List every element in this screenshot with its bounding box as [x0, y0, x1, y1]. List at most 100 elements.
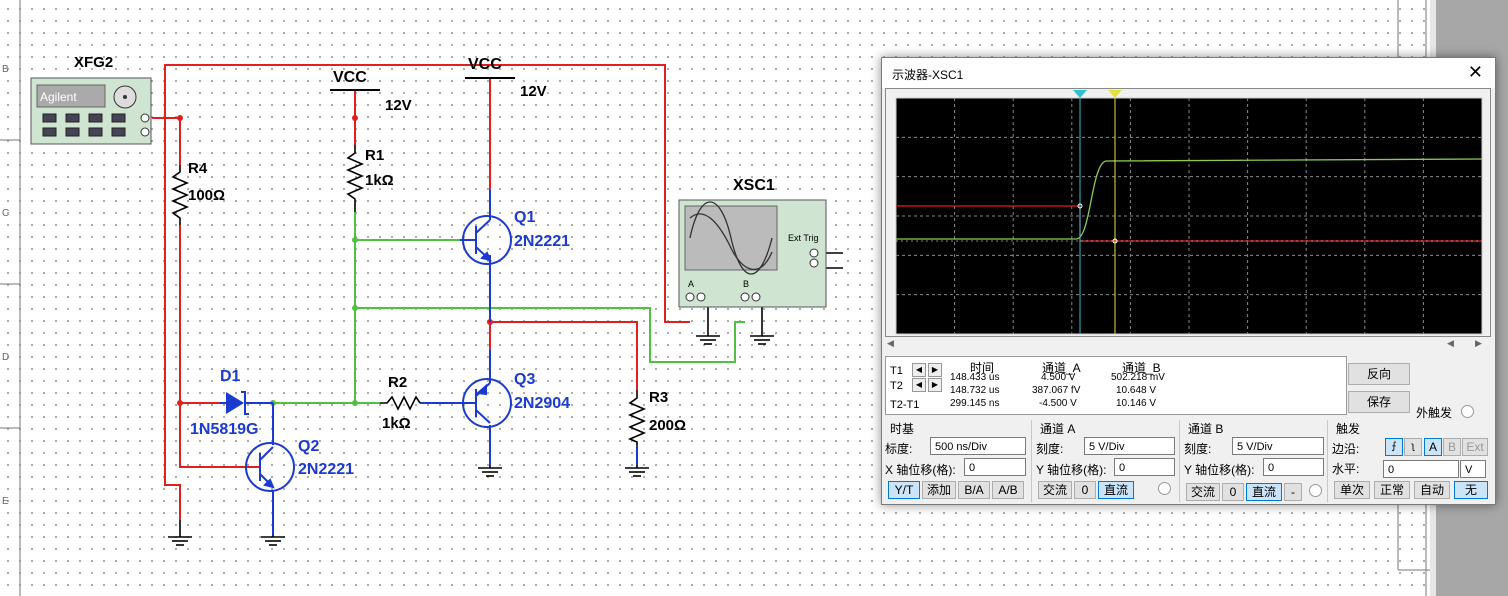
t1-right-arrow-icon[interactable]: ▶: [928, 363, 942, 377]
r2-ref: R2: [388, 374, 407, 391]
falling-edge-icon[interactable]: ʅ: [1404, 438, 1422, 456]
mode-ab-button[interactable]: A/B: [992, 481, 1024, 499]
channel-b-dc-button[interactable]: 直流: [1246, 483, 1282, 501]
scope-ch-a: A: [688, 279, 694, 289]
channel-b-ac-button[interactable]: 交流: [1186, 483, 1220, 501]
channel-a-ac-button[interactable]: 交流: [1038, 481, 1072, 499]
d1-part: 1N5819G: [190, 421, 259, 438]
t1-left-arrow-icon[interactable]: ◀: [912, 363, 926, 377]
cursor-t2-handle[interactable]: [1108, 90, 1122, 98]
mode-add-button[interactable]: 添加: [922, 481, 956, 499]
osc-screen[interactable]: [885, 88, 1491, 337]
border-letter-d: D: [2, 352, 9, 363]
trigger-auto-button[interactable]: 自动: [1414, 481, 1450, 499]
readout-header-time: 时间: [970, 361, 995, 375]
trigger-level-unit[interactable]: V: [1460, 460, 1486, 478]
channel-a-dc-button[interactable]: 直流: [1098, 481, 1134, 499]
schematic-diagram[interactable]: B C D E: [0, 0, 1430, 596]
close-icon[interactable]: ✕: [1467, 62, 1483, 82]
vcc2-voltage: 12V: [520, 83, 547, 100]
osc-titlebar[interactable]: 示波器-XSC1 ✕: [882, 58, 1495, 88]
readout-diff-b: 10.146 V: [1116, 398, 1157, 409]
ext-trigger-label: 外触发: [1416, 406, 1453, 420]
q3-part: 2N2904: [514, 395, 570, 412]
channel-a-ypos-field[interactable]: 0: [1114, 458, 1175, 476]
cursor-t1-handle[interactable]: [1073, 90, 1087, 98]
t2-left-arrow-icon[interactable]: ◀: [912, 378, 926, 392]
reverse-button[interactable]: 反向: [1348, 363, 1410, 385]
trigger-source-a-button[interactable]: A: [1424, 438, 1442, 456]
q2-ref: Q2: [298, 438, 319, 455]
channel-b-scale-label: 刻度:: [1184, 442, 1212, 456]
blue-wires[interactable]: [272, 255, 638, 535]
trigger-level-label: 水平:: [1332, 462, 1360, 476]
ext-trigger-radio[interactable]: [1461, 405, 1474, 418]
green-wires[interactable]: [270, 212, 745, 404]
readout-header-a: 通道_A: [1042, 361, 1081, 375]
t2-right-arrow-icon[interactable]: ▶: [928, 378, 942, 392]
scope-ch-b: B: [743, 279, 749, 289]
readout-diff-time: 299.145 ns: [950, 398, 1000, 409]
resistor-r1[interactable]: [345, 145, 365, 212]
function-generator-xfg2[interactable]: [30, 77, 152, 145]
trigger-level-field[interactable]: 0: [1383, 460, 1459, 478]
trigger-edge-label: 边沿:: [1332, 442, 1360, 456]
trace-channel-b: [896, 158, 1483, 240]
readout-t2-a: 387.067 fV: [1032, 385, 1081, 396]
resistor-r4[interactable]: [170, 165, 190, 225]
resistor-r3[interactable]: [627, 390, 647, 445]
trigger-single-button[interactable]: 单次: [1334, 481, 1370, 499]
transistor-q2[interactable]: [245, 442, 295, 492]
q3-ref: Q3: [514, 371, 535, 388]
timebase-scale-field[interactable]: 500 ns/Div: [930, 437, 1026, 455]
red-wires[interactable]: [152, 64, 690, 520]
channel-b-title: 通道 B: [1188, 422, 1224, 436]
trigger-none-button[interactable]: 无: [1454, 481, 1488, 499]
oscilloscope-window[interactable]: 示波器-XSC1 ✕ ◀ ◀ ▶ 时间 通道_A 通道_B T1 ◀ ▶: [881, 57, 1496, 505]
scope-xsc1-symbol[interactable]: [678, 199, 827, 308]
transistor-q1[interactable]: [460, 190, 512, 265]
q1-ref: Q1: [514, 209, 535, 226]
trigger-normal-button[interactable]: 正常: [1374, 481, 1410, 499]
timebase-scale-label: 标度:: [885, 442, 913, 456]
q1-part: 2N2221: [514, 233, 570, 250]
r2-value: 1kΩ: [382, 415, 411, 432]
channel-a-scale-label: 刻度:: [1036, 442, 1064, 456]
channel-b-ypos-field[interactable]: 0: [1263, 458, 1324, 476]
border-letter-c: C: [2, 208, 9, 219]
resistor-r2[interactable]: [380, 395, 421, 411]
timebase-xpos-field[interactable]: 0: [964, 458, 1026, 476]
timebase-xpos-label: X 轴位移(格):: [885, 463, 956, 477]
mode-ba-button[interactable]: B/A: [958, 481, 990, 499]
channel-a-zero-button[interactable]: 0: [1074, 481, 1096, 499]
generator-ref: XFG2: [74, 54, 113, 71]
trigger-source-b-button[interactable]: B: [1443, 438, 1461, 456]
channel-b-radio[interactable]: [1309, 484, 1322, 497]
save-button[interactable]: 保存: [1348, 391, 1410, 413]
channel-a-radio[interactable]: [1158, 482, 1171, 495]
vcc2-label: VCC: [468, 56, 502, 73]
channel-a-ypos-label: Y 轴位移(格):: [1036, 463, 1107, 477]
transistor-q3[interactable]: [460, 350, 512, 428]
trigger-title: 触发: [1336, 422, 1361, 436]
readout-diff-label: T2-T1: [890, 399, 920, 411]
vcc1-label: VCC: [333, 69, 367, 86]
rising-edge-icon[interactable]: ⨍: [1385, 438, 1403, 456]
channel-a-scale-field[interactable]: 5 V/Div: [1084, 437, 1175, 455]
channel-b-minus-button[interactable]: -: [1284, 483, 1302, 501]
trigger-source-ext-button[interactable]: Ext: [1462, 438, 1488, 456]
channel-b-zero-button[interactable]: 0: [1222, 483, 1244, 501]
channel-b-scale-field[interactable]: 5 V/Div: [1232, 437, 1324, 455]
r3-value: 200Ω: [649, 417, 686, 434]
readout-diff-a: -4.500 V: [1039, 398, 1077, 409]
mode-yt-button[interactable]: Y/T: [888, 481, 920, 499]
readout-t2-b: 10.648 V: [1116, 385, 1157, 396]
readout-t1-b: 502.218 mV: [1111, 372, 1165, 383]
readout-header-b: 通道_B: [1122, 361, 1161, 375]
osc-title: 示波器-XSC1: [892, 68, 964, 82]
diode-d1[interactable]: [220, 391, 273, 415]
r1-ref: R1: [365, 147, 384, 164]
vcc1-voltage: 12V: [385, 97, 412, 114]
timebase-title: 时基: [890, 422, 915, 436]
horizontal-scrollbar[interactable]: ◀ ◀ ▶: [887, 338, 1482, 348]
